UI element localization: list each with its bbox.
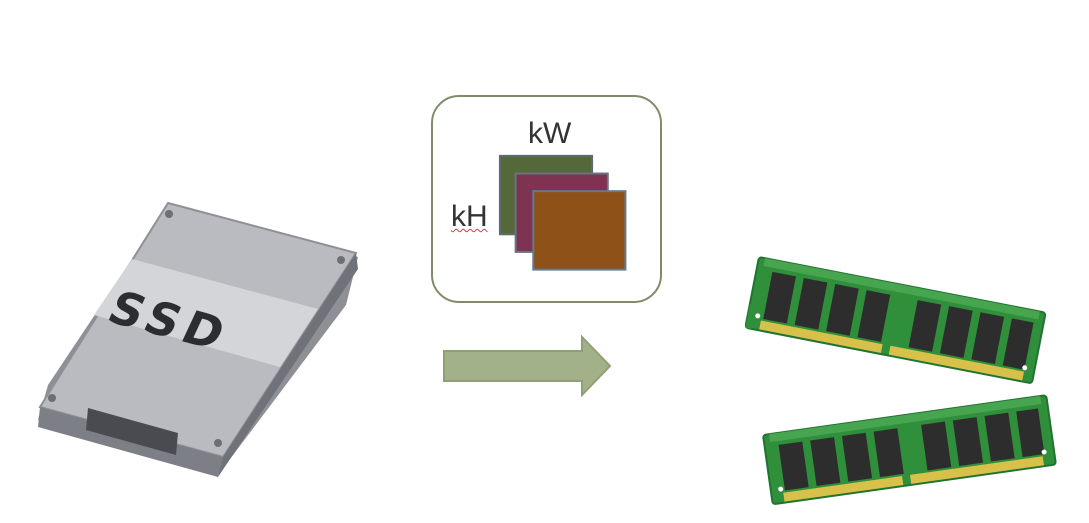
kernel-width-label: kW bbox=[528, 117, 572, 150]
kernel-box: kW kH bbox=[431, 95, 662, 303]
ram-module-2 bbox=[762, 394, 1057, 505]
screw-bottom-right bbox=[214, 439, 222, 447]
kernel-height-label: kH bbox=[451, 200, 488, 233]
screw-top-left bbox=[165, 210, 173, 218]
kernel-channel-3 bbox=[532, 190, 627, 271]
screw-bottom-left bbox=[48, 394, 56, 402]
ram-module-icon bbox=[745, 245, 1065, 505]
ssd-icon: SSD bbox=[28, 195, 368, 485]
right-arrow-icon bbox=[442, 335, 614, 397]
ram-module-1 bbox=[745, 256, 1047, 384]
screw-top-right bbox=[337, 256, 345, 264]
